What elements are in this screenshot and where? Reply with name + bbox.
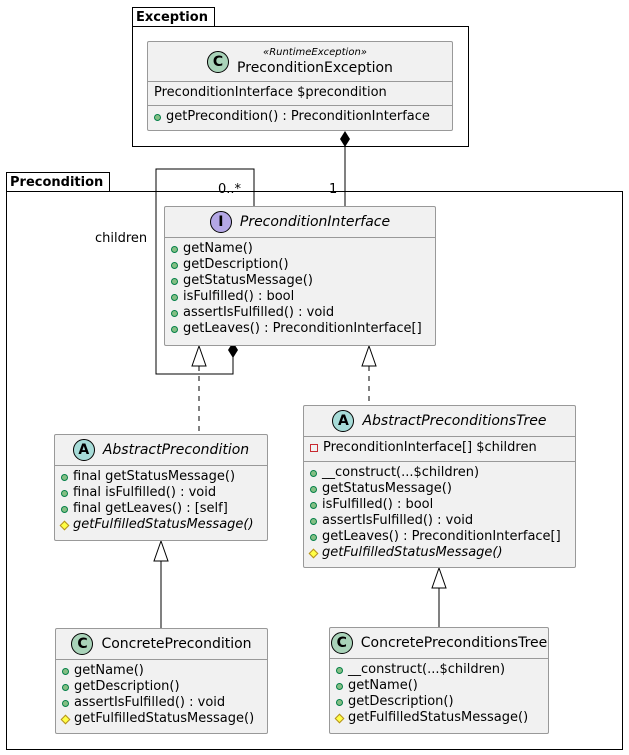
package-tab-precondition: Precondition (6, 172, 111, 191)
public-visibility-icon (171, 309, 178, 317)
method-final-is-fulfilled: final isFulfilled() : void (61, 485, 261, 501)
public-visibility-icon (310, 485, 317, 493)
method-get-status-message: getStatusMessage() (310, 481, 569, 497)
children-multiplicity-label: 0..* (218, 182, 242, 197)
class-c-icon: C (71, 633, 94, 655)
public-visibility-icon (171, 261, 178, 269)
class-concrete-precondition[interactable]: C ConcretePrecondition getName() getDesc… (55, 628, 268, 734)
attribute-children: PreconditionInterface[] $children (310, 440, 569, 456)
composition-children-loop (155, 168, 255, 375)
abstract-a-icon: A (332, 410, 355, 432)
realization-abstract-precondition (191, 344, 207, 434)
method-assert-is-fulfilled: assertIsFulfilled() : void (62, 695, 261, 711)
class-name: AbstractPreconditionsTree (362, 413, 547, 429)
method-assert-is-fulfilled: assertIsFulfilled() : void (171, 305, 429, 321)
public-visibility-icon (62, 699, 69, 707)
method-get-leaves: getLeaves() : PreconditionInterface[] (310, 529, 569, 545)
inheritance-concrete-precondition (153, 539, 169, 628)
protected-visibility-icon (308, 548, 319, 558)
method-get-status-message: getStatusMessage() (171, 273, 429, 289)
class-c-icon: C (207, 50, 230, 73)
method-is-fulfilled: isFulfilled() : bool (310, 497, 569, 513)
method-is-fulfilled: isFulfilled() : bool (171, 289, 429, 305)
protected-visibility-icon (60, 714, 71, 724)
public-visibility-icon (310, 501, 317, 509)
interface-precondition-interface[interactable]: I PreconditionInterface getName() getDes… (164, 206, 436, 346)
protected-visibility-icon (334, 713, 345, 723)
protected-visibility-icon (59, 520, 70, 530)
method-get-precondition: getPrecondition() : PreconditionInterfac… (154, 109, 446, 125)
public-visibility-icon (310, 533, 317, 541)
method-get-name: getName() (62, 663, 261, 679)
package-tab-exception: Exception (132, 7, 215, 26)
public-visibility-icon (61, 473, 68, 481)
method-get-description: getDescription() (62, 679, 261, 695)
method-get-fulfilled-status-message: getFulfilledStatusMessage() (59, 517, 261, 533)
method-final-get-status-message: final getStatusMessage() (61, 469, 261, 485)
class-name: PreconditionException (237, 59, 393, 76)
method-get-name: getName() (171, 241, 429, 257)
method-get-leaves: getLeaves() : PreconditionInterface[] (171, 321, 429, 337)
method-get-fulfilled-status-message: getFulfilledStatusMessage() (308, 545, 569, 561)
package-exception (132, 26, 469, 147)
interface-i-icon: I (209, 211, 232, 233)
method-get-fulfilled-status-message: getFulfilledStatusMessage() (60, 711, 261, 727)
public-visibility-icon (310, 469, 317, 477)
abstract-a-icon: A (72, 439, 95, 461)
class-concrete-preconditions-tree[interactable]: C ConcretePreconditionsTree __construct(… (329, 627, 549, 734)
method-get-name: getName() (336, 678, 542, 694)
public-visibility-icon (171, 245, 178, 253)
class-c-icon: C (330, 632, 353, 654)
class-name: AbstractPrecondition (102, 442, 250, 458)
children-role-label: children (95, 231, 148, 246)
class-name: PreconditionInterface (239, 214, 391, 230)
class-name: ConcretePrecondition (101, 636, 252, 652)
class-abstract-precondition[interactable]: A AbstractPrecondition final getStatusMe… (54, 434, 268, 541)
public-visibility-icon (171, 293, 178, 301)
inheritance-concrete-tree (431, 566, 447, 627)
realization-abstract-tree (361, 344, 377, 405)
class-precondition-exception[interactable]: C «RuntimeException» PreconditionExcepti… (147, 41, 453, 131)
public-visibility-icon (62, 683, 69, 691)
public-visibility-icon (171, 325, 178, 333)
public-visibility-icon (310, 517, 317, 525)
method-assert-is-fulfilled: assertIsFulfilled() : void (310, 513, 569, 529)
method-get-description: getDescription() (171, 257, 429, 273)
class-name: ConcretePreconditionsTree (360, 635, 548, 651)
public-visibility-icon (336, 666, 343, 674)
attribute-precondition: PreconditionInterface $precondition (154, 85, 387, 100)
public-visibility-icon (61, 505, 68, 513)
method-construct: __construct(...$children) (310, 465, 569, 481)
private-visibility-icon (310, 444, 318, 452)
stereotype-label: «RuntimeException» (263, 46, 367, 58)
method-get-fulfilled-status-message: getFulfilledStatusMessage() (334, 710, 542, 726)
composition-exception-interface (340, 131, 350, 206)
public-visibility-icon (154, 113, 161, 121)
precondition-multiplicity-label: 1 (329, 182, 338, 197)
method-construct: __construct(...$children) (336, 662, 542, 678)
class-abstract-preconditions-tree[interactable]: A AbstractPreconditionsTree Precondition… (303, 405, 576, 568)
public-visibility-icon (61, 489, 68, 497)
package-precondition (6, 191, 623, 750)
public-visibility-icon (336, 698, 343, 706)
public-visibility-icon (336, 682, 343, 690)
method-final-get-leaves: final getLeaves() : [self] (61, 501, 261, 517)
public-visibility-icon (62, 667, 69, 675)
method-get-description: getDescription() (336, 694, 542, 710)
public-visibility-icon (171, 277, 178, 285)
